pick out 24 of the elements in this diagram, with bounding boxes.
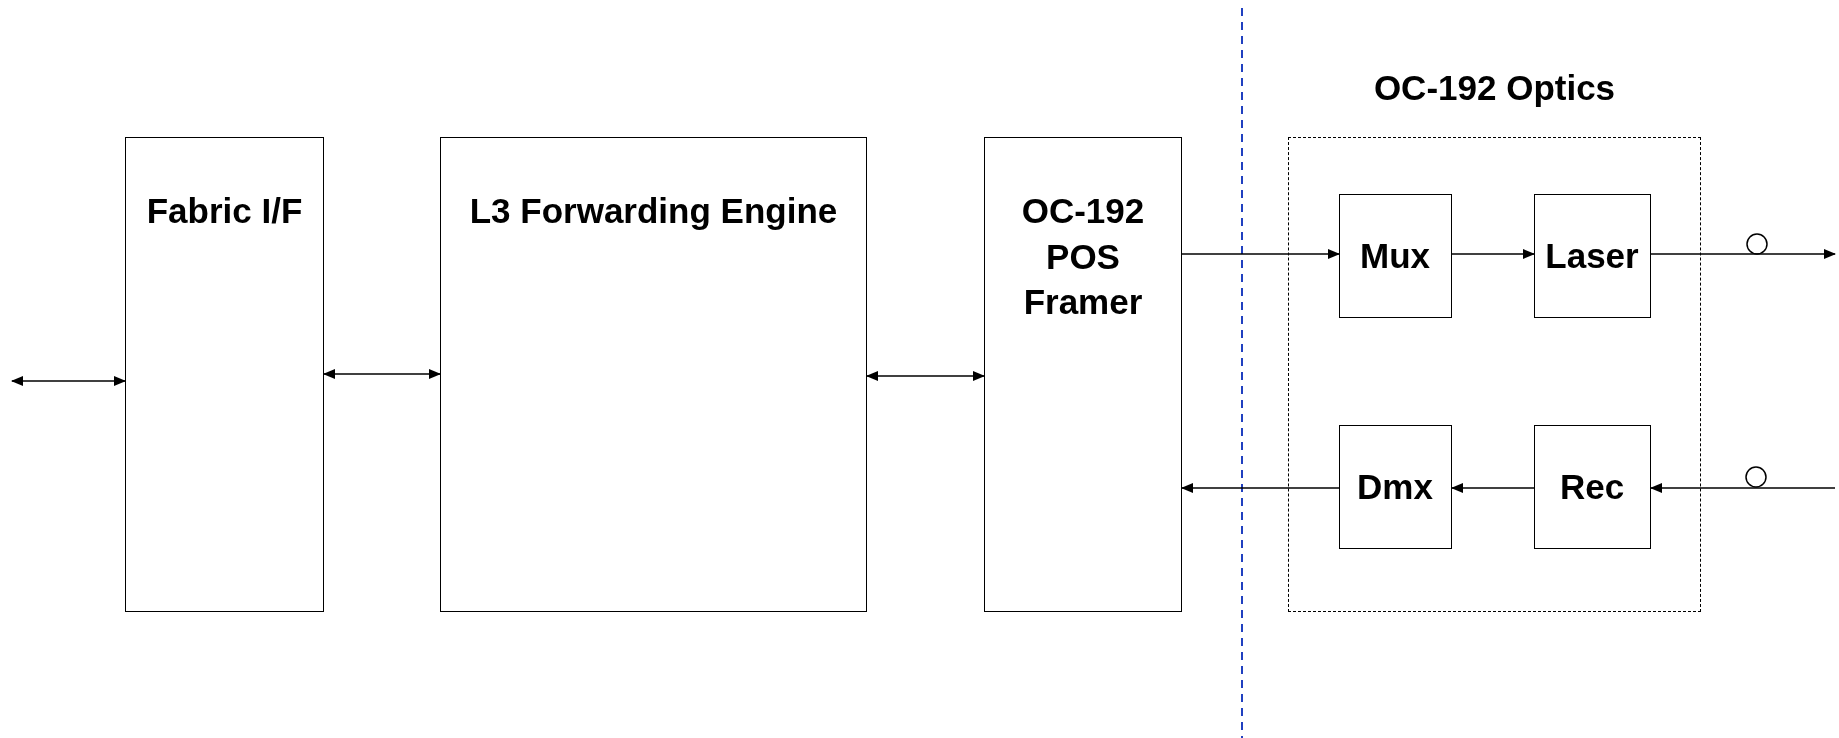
- arrow: [1650, 483, 1836, 493]
- block-box: [1338, 424, 1452, 549]
- group-title: OC-192 Optics: [1372, 68, 1617, 108]
- arrow: [1650, 249, 1836, 259]
- block-label: Mux: [1360, 234, 1430, 277]
- block-box: [984, 137, 1182, 612]
- arrow: [1181, 483, 1340, 493]
- block-label: Laser: [1545, 234, 1639, 277]
- arrow: [11, 376, 126, 386]
- arrow: [1451, 483, 1535, 493]
- block-label: Dmx: [1357, 465, 1433, 508]
- block-label: L3 Forwarding Engine: [469, 190, 838, 232]
- arrow: [1451, 249, 1535, 259]
- block-box: [1533, 193, 1651, 318]
- block-label: OC-192 POS Framer: [1020, 190, 1146, 323]
- arrow: [1181, 249, 1340, 259]
- arrow: [323, 369, 441, 379]
- arrow: [866, 371, 985, 381]
- block-label: Rec: [1559, 465, 1625, 508]
- block-box: [440, 137, 867, 612]
- block-box: [1533, 424, 1651, 549]
- block-label: Fabric I/F: [146, 190, 303, 232]
- block-box: [1338, 193, 1452, 318]
- block-box: [125, 137, 324, 612]
